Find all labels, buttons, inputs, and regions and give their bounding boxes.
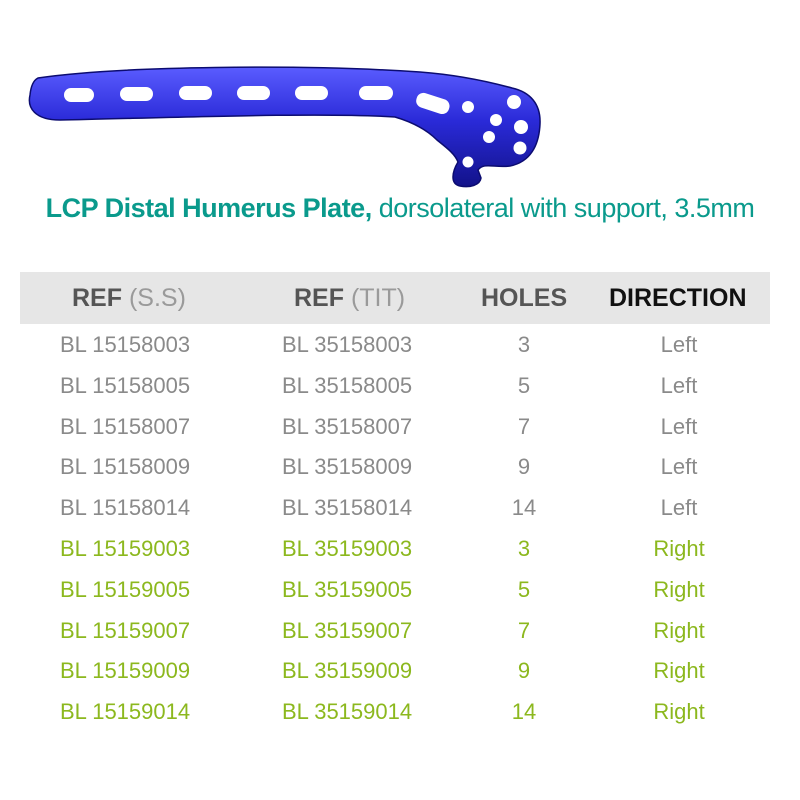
ref-ss-cell: BL 15159007 <box>60 617 191 643</box>
product-title: LCP Distal Humerus Plate, dorsolateral w… <box>0 193 800 224</box>
ref-tit-cell: BL 35158005 <box>282 372 413 398</box>
product-title-bold: LCP Distal Humerus Plate, <box>45 193 373 223</box>
ref-tit-cell: BL 35159007 <box>282 617 413 643</box>
plate-holes <box>64 86 528 168</box>
table-row: BL 15159005 BL 35159005 5 Right <box>60 576 705 602</box>
table-row: BL 15159014 BL 35159014 14 Right <box>60 699 705 725</box>
ref-ss-cell: BL 15159003 <box>60 535 191 561</box>
ref-ss-cell: BL 15158007 <box>60 413 191 439</box>
ref-tit-cell: BL 35158009 <box>282 454 413 480</box>
ref-ss-cell: BL 15159009 <box>60 658 191 684</box>
ref-ss-cell: BL 15158003 <box>60 332 191 357</box>
table-header: REF (S.S) REF (TIT) HOLES DIRECTION <box>20 272 770 324</box>
ref-tit-cell: BL 35158007 <box>282 413 413 439</box>
ref-ss-cell: BL 15159014 <box>60 699 191 725</box>
ref-tit-cell: BL 35159014 <box>282 699 413 725</box>
table-row: BL 15159003 BL 35159003 3 Right <box>60 535 705 561</box>
column-header-ref-tit: REF (TIT) <box>294 284 406 312</box>
column-header-holes: HOLES <box>481 284 568 312</box>
table-row: BL 15158007 BL 35158007 7 Left <box>60 413 698 439</box>
ref-tit-cell: BL 35159003 <box>282 535 413 561</box>
product-table: REF (S.S) REF (TIT) HOLES DIRECTION BL 1… <box>20 272 770 732</box>
table-row: BL 15159009 BL 35159009 9 Right <box>60 658 705 684</box>
plate-image <box>28 66 541 188</box>
ref-tit-cell: BL 35159005 <box>282 576 413 602</box>
ref-ss-cell: BL 15158014 <box>60 495 191 521</box>
column-header-direction: DIRECTION <box>609 284 747 312</box>
ref-ss-cell: BL 15158009 <box>60 454 191 480</box>
ref-ss-cell: BL 15159005 <box>60 576 191 602</box>
ref-ss-cell: BL 15158005 <box>60 372 191 398</box>
table-row: BL 15158003 BL 35158003 3 Left <box>60 332 698 357</box>
ref-tit-cell: BL 35158014 <box>282 495 413 521</box>
table-row: BL 15158009 BL 35158009 9 Left <box>60 454 698 480</box>
ref-tit-cell: BL 35158003 <box>282 332 413 357</box>
table-row: BL 15158005 BL 35158005 5 Left <box>60 372 698 398</box>
plate-body <box>28 66 541 188</box>
table-row: BL 15159007 BL 35159007 7 Right <box>60 617 705 643</box>
product-title-rest: dorsolateral with support, 3.5mm <box>371 193 755 223</box>
ref-tit-cell: BL 35159009 <box>282 658 413 684</box>
column-header-ref-ss: REF (S.S) <box>72 284 186 312</box>
table-row: BL 15158014 BL 35158014 14 Left <box>60 495 698 521</box>
